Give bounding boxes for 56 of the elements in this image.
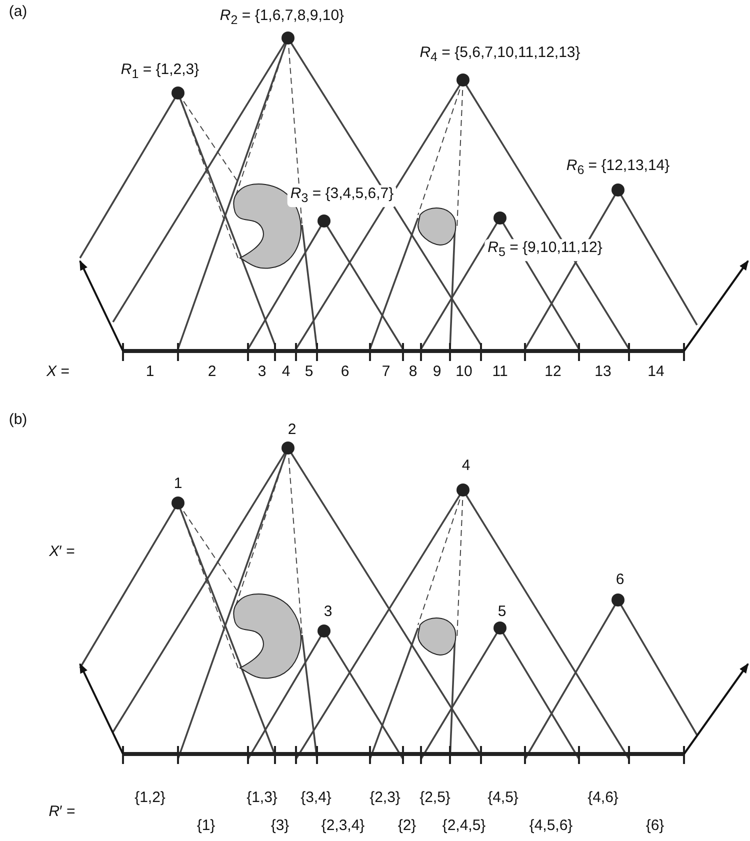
set-label: {6}: [646, 818, 664, 834]
set-label: R$_{1}$ = {1,2,3}: [120, 62, 200, 82]
vertex-number: 6: [616, 572, 624, 588]
element-number: 5: [304, 364, 314, 380]
vertex-dot: [456, 484, 470, 496]
vertex-number: 2: [288, 422, 296, 438]
element-number: 4: [282, 364, 290, 380]
element-number: 1: [146, 364, 154, 380]
set-label: {1,2}: [134, 790, 166, 806]
element-number: 8: [408, 364, 418, 380]
set-label: {1}: [196, 818, 216, 834]
set-label: {2,3}: [370, 790, 400, 806]
vertex-dot: [612, 594, 624, 606]
element-number: 10: [456, 364, 472, 380]
set-label: {2,5}: [420, 790, 450, 806]
vertex-number: 1: [174, 476, 182, 492]
set-label: {2}: [398, 818, 416, 834]
vertex-dot: [172, 86, 184, 100]
axis-label: X′ =: [49, 544, 75, 560]
set-label: {1,3}: [246, 790, 278, 806]
set-label: {3}: [270, 818, 290, 834]
vertex-number: 5: [498, 604, 506, 620]
axis-label: X =: [46, 364, 70, 380]
vertex-dot: [318, 624, 330, 638]
panel-label: (a): [8, 4, 28, 20]
vertex-dot: [494, 212, 506, 224]
set-label: R$_{2}$ = {1,6,7,8,9,10}: [220, 8, 344, 28]
axis-label: R′ =: [48, 804, 76, 820]
element-number: 13: [594, 364, 612, 380]
panel-label: (b): [8, 412, 28, 428]
vertex-number: 4: [462, 458, 470, 474]
set-label: R$_{3}$ = {3,4,5,6,7}: [287, 185, 397, 207]
set-label: {4,5,6}: [529, 818, 573, 834]
vertex-number: 3: [324, 604, 332, 620]
set-label: R$_{6}$ = {12,13,14}: [566, 158, 670, 178]
set-label: {3,4}: [300, 790, 332, 806]
vertex-dot: [172, 496, 184, 510]
set-label: {2,4,5}: [442, 818, 486, 834]
element-number: 7: [382, 364, 390, 380]
vertex-dot: [282, 442, 294, 454]
vertex-dot: [282, 32, 294, 44]
set-label: {4,5}: [488, 790, 518, 806]
element-number: 11: [492, 364, 508, 380]
element-number: 14: [648, 364, 664, 380]
element-number: 12: [544, 364, 562, 380]
set-label: {2,3,4}: [321, 818, 365, 834]
vertex-dot: [494, 622, 506, 634]
element-number: 6: [340, 364, 350, 380]
vertex-dot: [456, 74, 470, 86]
vertex-dot: [318, 214, 330, 228]
set-label: {4,6}: [588, 790, 618, 806]
element-number: 2: [208, 364, 216, 380]
element-number: 9: [432, 364, 442, 380]
vertex-dot: [612, 184, 624, 196]
set-label: R$_{5}$ = {9,10,11,12}: [484, 239, 606, 261]
element-number: 3: [258, 364, 266, 380]
